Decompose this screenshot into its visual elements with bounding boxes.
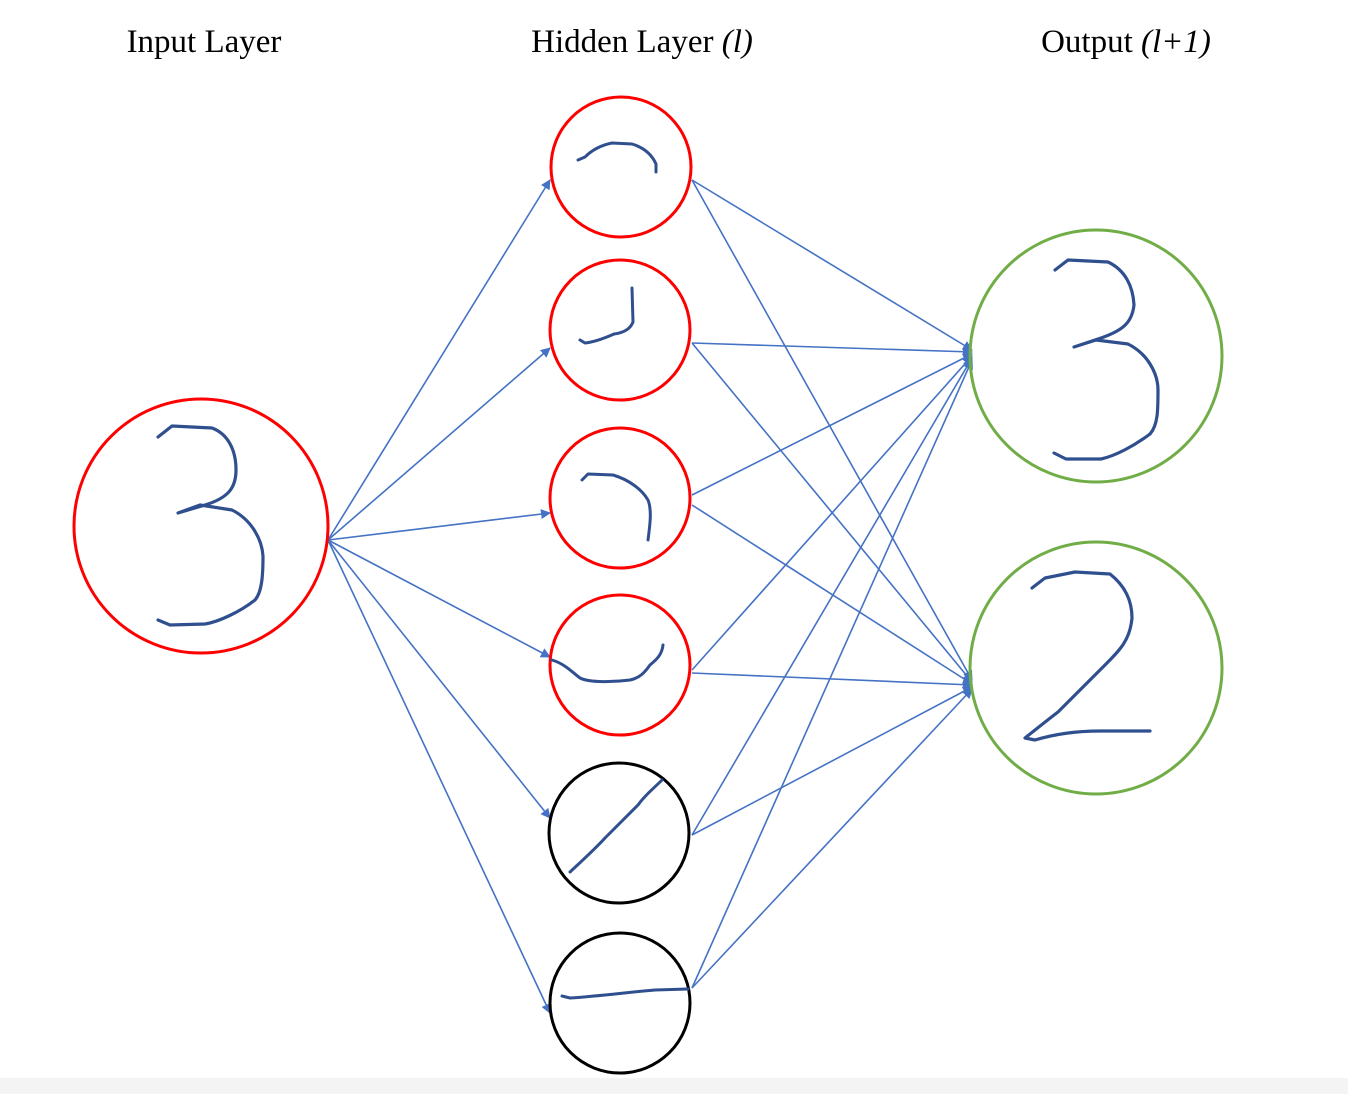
bottom-hook-stroke-icon [578, 286, 635, 345]
hidden-node-4-circle [548, 593, 692, 737]
header-hidden-layer-index: (l) [722, 24, 753, 60]
header-output-layer: Output (l+1) [1041, 24, 1211, 60]
horizontal-stroke-icon [560, 987, 690, 1000]
bottom-strip [0, 1078, 1348, 1094]
edge-hidden3-output3 [691, 353, 973, 496]
hidden-node-5 [547, 761, 691, 905]
input-node [72, 397, 330, 655]
edge-input-hidden-3 [327, 509, 551, 541]
hidden-node-5-circle [547, 761, 691, 905]
edge-input-hidden-5 [327, 539, 551, 819]
edge-hidden4-output2 [691, 672, 973, 690]
hidden-node-2-circle [548, 258, 692, 402]
edge-input-hidden-4 [327, 539, 551, 658]
hidden-node-6 [548, 931, 692, 1075]
edge-hidden2-output3 [691, 342, 973, 357]
bottom-curve-stroke-icon [550, 643, 665, 684]
header-hidden-layer: Hidden Layer (l) [531, 24, 753, 60]
edge-input-hidden-2 [327, 347, 551, 541]
edge-hidden6-output3 [691, 359, 973, 989]
edge-hidden5-output2 [691, 686, 973, 836]
output-node-2-circle [968, 540, 1224, 796]
output-node-2 [968, 540, 1224, 796]
hidden-node-1-circle [549, 95, 693, 239]
handwritten-digit-2-icon [1023, 570, 1152, 742]
handwritten-digit-3-icon [1052, 258, 1160, 461]
handwritten-digit-3-icon [156, 424, 265, 627]
edge-hidden4-output3 [691, 355, 973, 671]
hidden-node-3-circle [548, 426, 692, 570]
header-hidden-layer-name: Hidden Layer [531, 24, 713, 60]
input-node-circle [72, 397, 330, 655]
top-arc-stroke-icon [576, 141, 658, 174]
hidden-node-3 [548, 426, 692, 570]
connections [327, 179, 973, 1014]
output-node-3-circle [968, 228, 1224, 484]
edge-hidden5-output3 [691, 357, 973, 836]
edge-hidden3-output2 [691, 504, 973, 685]
header-output-layer-name: Output [1041, 24, 1133, 60]
hidden-node-6-circle [548, 931, 692, 1075]
header-output-layer-index: (l+1) [1141, 24, 1211, 60]
hidden-node-1 [549, 95, 693, 239]
hidden-node-4 [548, 593, 692, 737]
edge-hidden6-output2 [691, 688, 973, 989]
diagonal-stroke-icon [568, 778, 664, 874]
edge-input-hidden-6 [327, 539, 551, 1014]
edge-hidden1-output2 [691, 179, 973, 681]
top-right-corner-stroke-icon [580, 472, 652, 542]
header-input-layer: Input Layer [127, 24, 282, 60]
output-node-3 [968, 228, 1224, 484]
hidden-node-2 [548, 258, 692, 402]
edge-input-hidden-1 [327, 179, 551, 541]
edge-hidden1-output3 [691, 179, 973, 351]
